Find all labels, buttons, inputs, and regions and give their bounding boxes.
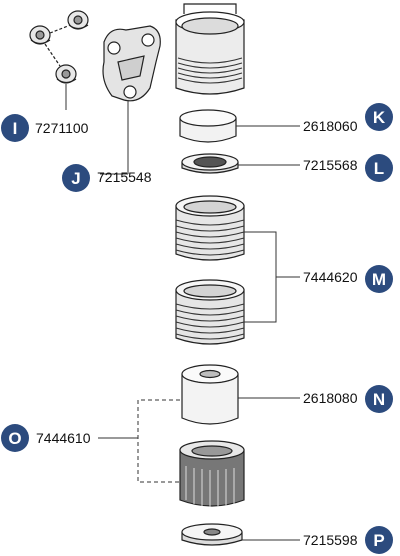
badge-I xyxy=(1,114,29,142)
callout-K: 2618060 K xyxy=(303,103,393,134)
badge-N-letter: N xyxy=(373,390,385,409)
basket-icon xyxy=(175,303,245,340)
part-number-J: 7215548 xyxy=(97,169,152,185)
basket-icon xyxy=(175,219,245,256)
top-basket xyxy=(175,3,245,95)
callout-I: I 7271100 xyxy=(1,114,89,142)
mounting-bracket xyxy=(100,25,161,175)
badge-K xyxy=(365,103,393,131)
basket-icon xyxy=(185,466,235,507)
part-number-L: 7215568 xyxy=(303,157,358,173)
callout-M: 7444620 M xyxy=(303,265,393,293)
sponge-icon xyxy=(181,374,239,425)
callout-L: 7215568 L xyxy=(303,154,393,182)
filter-basket-lower xyxy=(175,279,245,345)
badge-I-letter: I xyxy=(13,119,18,138)
badge-O xyxy=(1,424,29,452)
part-number-M: 7444620 xyxy=(303,269,358,285)
badge-N xyxy=(365,385,393,413)
suction-cups xyxy=(29,10,89,110)
badge-P-letter: P xyxy=(373,531,384,550)
sponge-cylinder xyxy=(181,364,239,425)
badge-J-letter: J xyxy=(71,169,80,188)
foam-pad xyxy=(179,109,237,143)
badge-M xyxy=(365,265,393,293)
suction-cup-icon xyxy=(55,64,77,84)
part-number-P: 7215598 xyxy=(303,532,358,548)
badge-M-letter: M xyxy=(372,270,386,289)
badge-L-letter: L xyxy=(374,159,384,178)
part-number-O: 7444610 xyxy=(36,430,91,446)
callout-P: 7215598 P xyxy=(303,526,393,554)
filter-basket-upper xyxy=(175,195,245,261)
part-number-N: 2618080 xyxy=(303,390,358,406)
basket-icon xyxy=(177,57,243,84)
part-number-I: 7271100 xyxy=(35,120,89,136)
callout-O: O 7444610 xyxy=(1,424,91,452)
suction-cup-icon xyxy=(67,10,89,30)
bottom-basket xyxy=(179,440,245,507)
callout-J: J 7215548 xyxy=(62,164,152,192)
badge-J xyxy=(62,164,90,192)
callout-N: 2618080 N xyxy=(303,385,393,413)
part-number-K: 2618060 xyxy=(303,118,358,134)
badge-L xyxy=(365,154,393,182)
leader-lines xyxy=(98,125,300,541)
bottom-cap xyxy=(181,523,243,546)
badge-O-letter: O xyxy=(8,429,21,448)
badge-P xyxy=(365,526,393,554)
badge-K-letter: K xyxy=(373,108,386,127)
suction-cup-icon xyxy=(29,25,51,45)
grill-ring xyxy=(181,153,239,174)
